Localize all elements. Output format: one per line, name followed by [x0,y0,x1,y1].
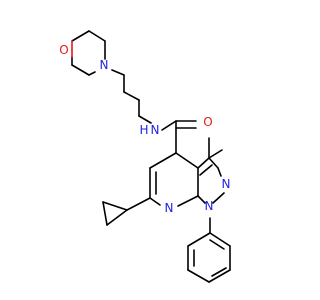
methyl-group [208,149,223,159]
atom-labels: O N N H O N N N [59,43,230,215]
atom-n1-pyrazole: N [205,199,214,213]
propyl-chain [111,69,152,124]
pyrazole-ring [197,137,225,204]
atom-n2-pyrazole: N [222,177,231,191]
atom-h-amide: H [139,123,148,137]
atom-n-amide: N [151,123,160,137]
cyclopropyl-group [102,197,151,226]
atom-n-pyridine: N [165,201,174,215]
morpholine-ring [71,30,106,76]
atom-o-morpholine: O [59,43,68,57]
pyridine-ring [149,152,199,207]
atom-o-carbonyl: O [203,115,212,129]
molecule-structure: O N N H O N N N [59,30,231,283]
atom-n-morpholine: N [100,58,109,72]
amide-group [161,120,197,154]
phenyl-ring [187,217,231,283]
